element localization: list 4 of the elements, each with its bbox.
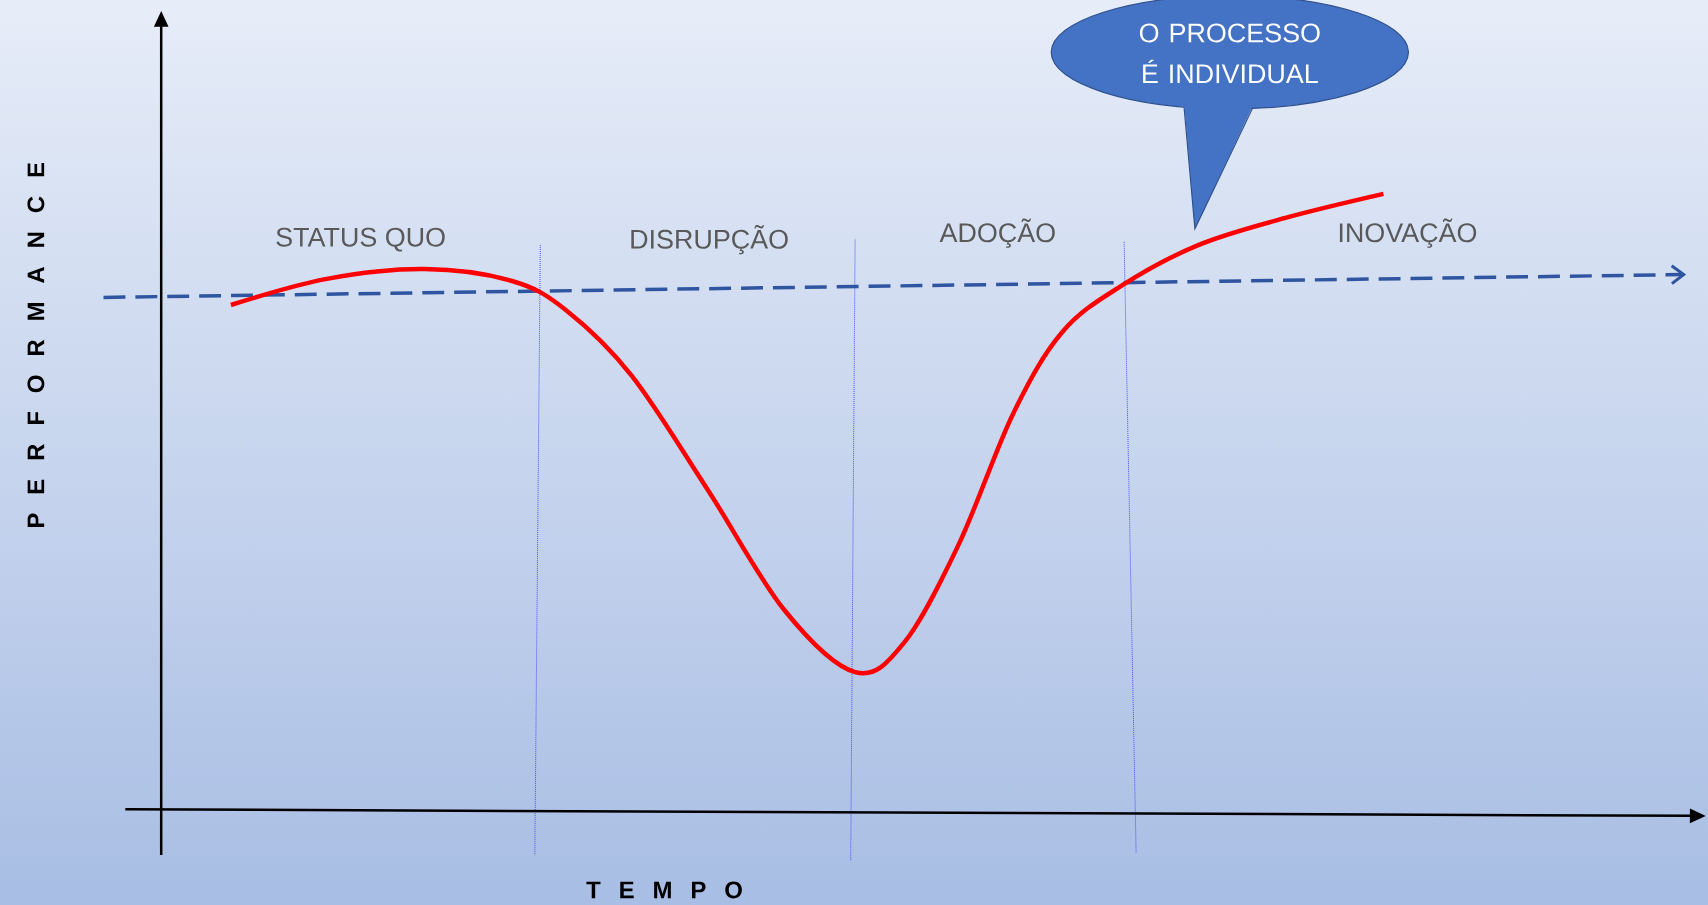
phase-label: STATUS QUO xyxy=(276,227,445,252)
axis-label: P E R F O R M A N C E xyxy=(27,162,45,528)
axis-label: T E M P O xyxy=(586,881,742,899)
phase-label: DISRUPÇÃO xyxy=(631,224,788,255)
